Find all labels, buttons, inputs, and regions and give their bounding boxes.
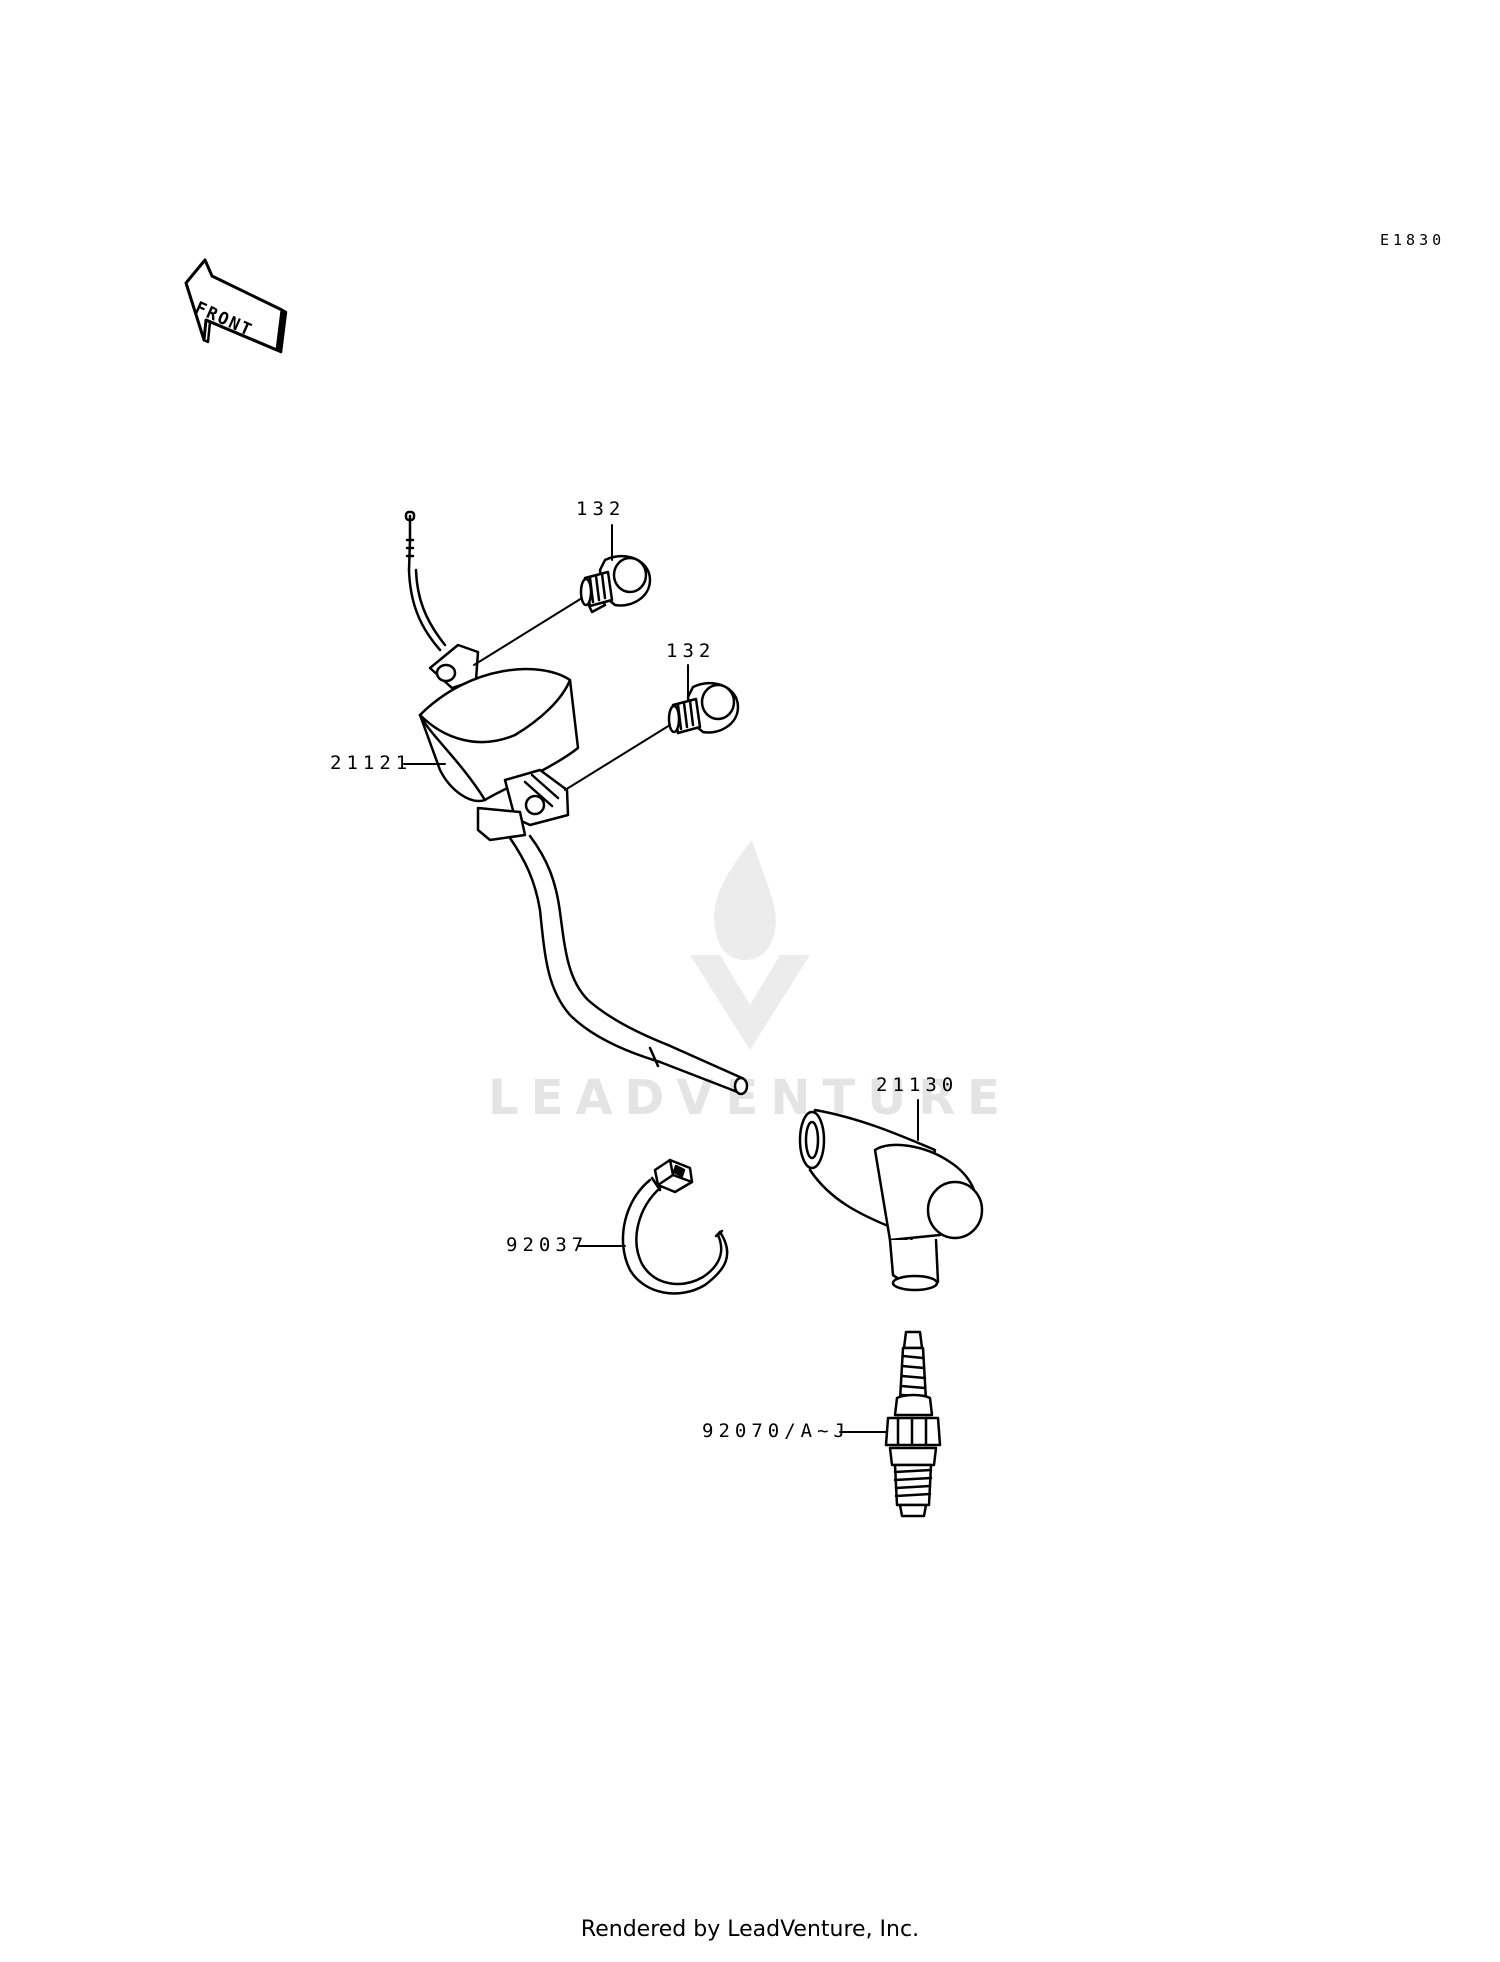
bolt-lower-drawing (667, 681, 740, 735)
part-label-132-upper: 132 (576, 498, 626, 520)
part-label-21130: 21130 (876, 1074, 959, 1096)
plug-cap-drawing (798, 1108, 984, 1292)
part-label-92070: 92070/A~J (702, 1420, 850, 1442)
bolt-upper-drawing (579, 554, 652, 614)
spark-plug-drawing (884, 1330, 942, 1518)
band-drawing (621, 1158, 729, 1295)
part-label-92037: 92037 (506, 1234, 589, 1256)
guide-line-lower (564, 724, 671, 791)
guide-line-upper (473, 597, 583, 666)
diagram-code: E1830 (1380, 231, 1446, 249)
part-label-21121: 21121 (330, 752, 413, 774)
ignition-coil-drawing (404, 510, 749, 1096)
footer-credit: Rendered by LeadVenture, Inc. (580, 1917, 920, 1942)
front-arrow-icon (184, 258, 288, 354)
part-label-132-lower: 132 (666, 640, 716, 662)
